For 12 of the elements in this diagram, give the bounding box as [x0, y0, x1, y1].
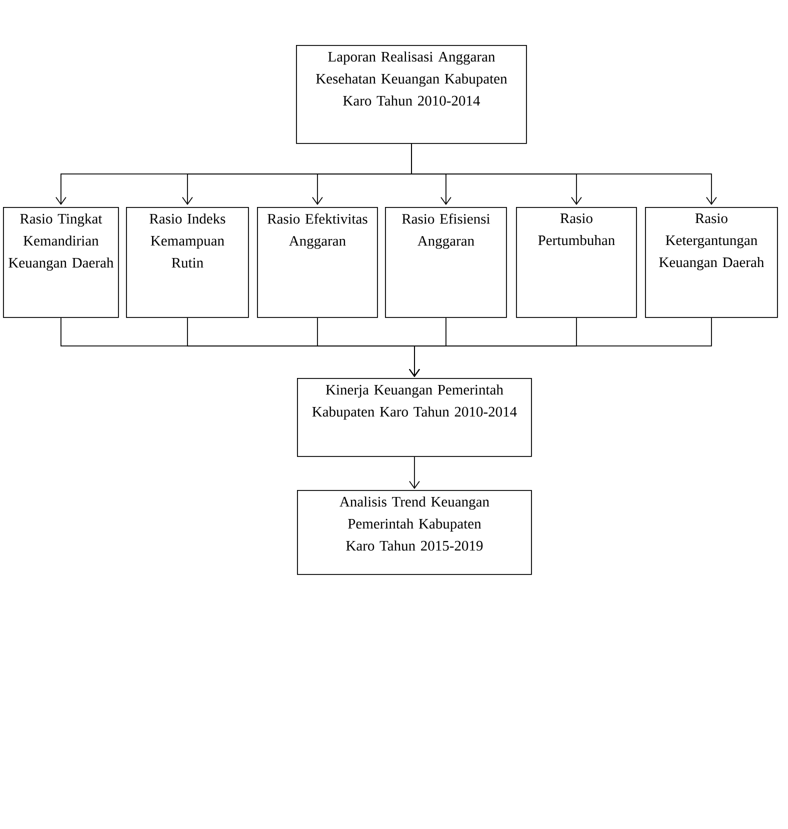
process-box: Rasio Pertumbuhan — [516, 207, 637, 318]
process-box: Rasio Efektivitas Anggaran — [257, 207, 378, 318]
process-box: Laporan Realisasi Anggaran Kesehatan Keuangan Kabupaten Karo Tahun 2010-2014 — [296, 45, 527, 144]
process-box: Analisis Trend Keuangan Pemerintah Kabupaten Karo Tahun 2015-2019 — [297, 490, 532, 575]
process-box: Rasio Efisiensi Anggaran — [385, 207, 507, 318]
process-box: Rasio Indeks Kemampuan Rutin — [126, 207, 249, 318]
process-box: Rasio Ketergantungan Keuangan Daerah — [645, 207, 778, 318]
connector-arrow — [411, 143, 717, 205]
connector-arrow — [409, 317, 712, 377]
connector-arrow — [409, 456, 420, 489]
process-box: Rasio Tingkat Kemandirian Keuangan Daerah — [3, 207, 119, 318]
process-box: Kinerja Keuangan Pemerintah Kabupaten Karo Tahun 2010-2014 — [297, 378, 532, 457]
